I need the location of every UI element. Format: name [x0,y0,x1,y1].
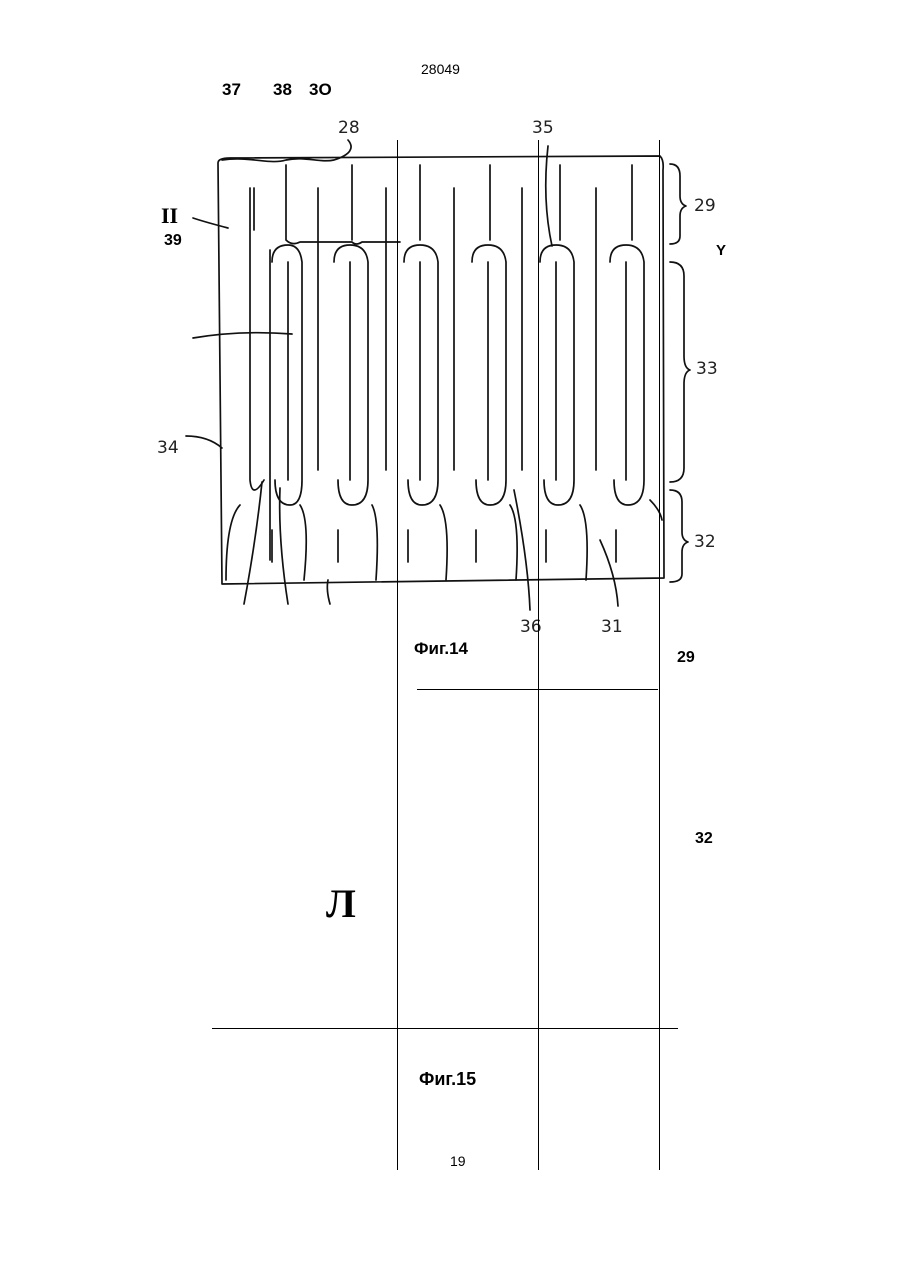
vertical-rule-1 [397,140,398,1170]
horizontal-rule-1 [417,689,658,690]
leader-II [193,218,228,228]
label-Y: Y [716,243,726,258]
label-33: 33 [696,361,718,378]
brace-33 [670,262,690,482]
horizontal-rule-2 [212,1028,678,1029]
page-number: 19 [450,1154,466,1168]
figure-14-caption: Фиг.14 [414,640,468,657]
fig15-label-29: 29 [677,650,695,666]
vertical-rule-2 [538,140,539,1170]
vertical-rule-3 [659,140,660,1170]
tissue-outline [218,156,664,584]
figure-15-caption: Фиг.15 [419,1070,476,1088]
label-32: 32 [694,534,716,551]
label-29: 29 [694,198,716,215]
leader-34 [186,436,222,448]
fig15-label-32: 32 [695,831,713,847]
brace-32 [670,490,688,582]
brace-29 [670,164,686,244]
label-31: 31 [601,619,623,636]
leader-unlabeled [193,333,292,338]
label-II: II [161,205,178,227]
upper-cell-row [286,165,400,244]
label-35: 35 [532,120,554,137]
figure-14-drawing [0,0,900,700]
fig15-glyph: Л [326,884,356,924]
label-28: 28 [338,120,360,137]
leader-35 [546,146,552,246]
label-39: 39 [164,233,182,249]
label-34: 34 [157,440,179,457]
